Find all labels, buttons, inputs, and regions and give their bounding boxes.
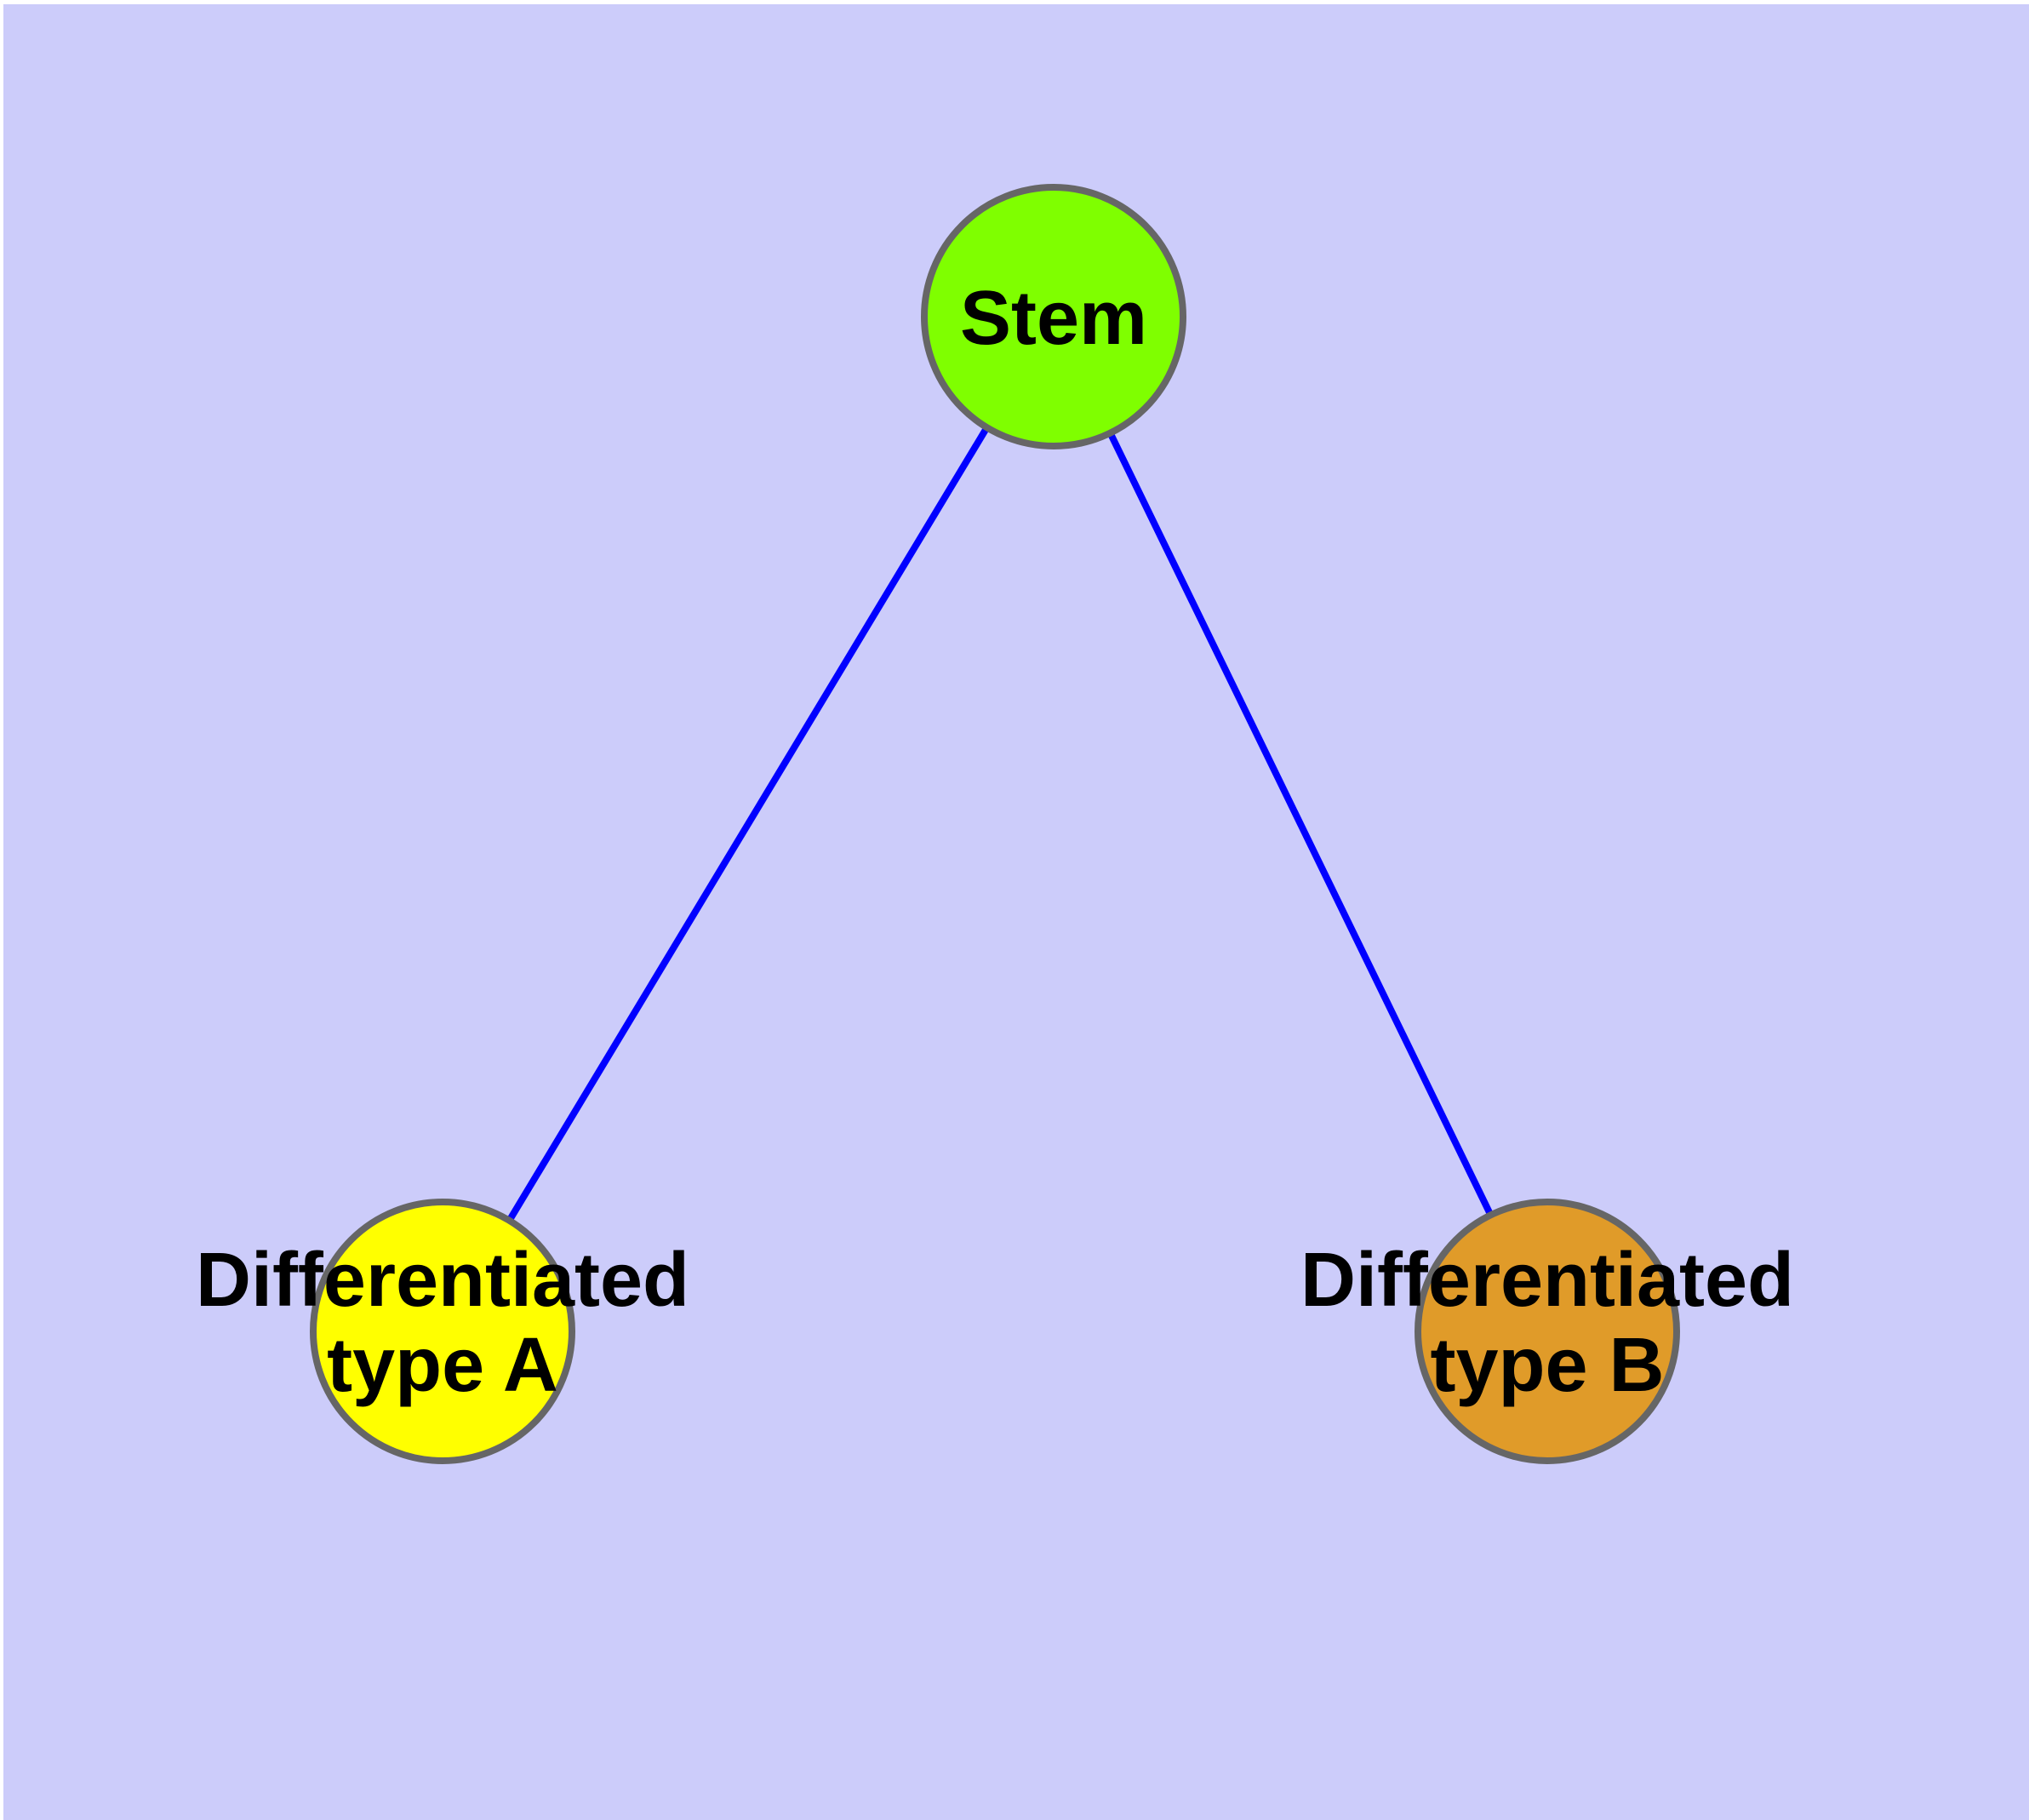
node-circle-stem[interactable] (921, 184, 1186, 449)
node-label-group: Stem Differentiated type A Differentiate… (196, 276, 1794, 1408)
edge-group (439, 314, 1551, 1334)
node-label-stem: Stem (960, 276, 1147, 361)
edge-stem-to-differentiated-type-b[interactable] (1050, 315, 1551, 1333)
node-differentiated-type-a[interactable] (310, 1199, 575, 1464)
node-differentiated-type-b[interactable] (1415, 1199, 1680, 1464)
node-circle-differentiated-type-b[interactable] (1415, 1199, 1680, 1464)
node-circle-differentiated-type-a[interactable] (310, 1199, 575, 1464)
node-label-differentiated-type-a-line1: Differentiated (196, 1238, 689, 1323)
edge-stem-to-differentiated-type-a[interactable] (439, 314, 1057, 1334)
node-label-differentiated-type-b-line1: Differentiated (1300, 1238, 1794, 1323)
node-label-differentiated-type-a-line2: type A (327, 1323, 558, 1408)
node-group (310, 184, 1680, 1464)
node-stem[interactable] (921, 184, 1186, 449)
node-label-differentiated-type-b-line2: type B (1430, 1323, 1664, 1408)
